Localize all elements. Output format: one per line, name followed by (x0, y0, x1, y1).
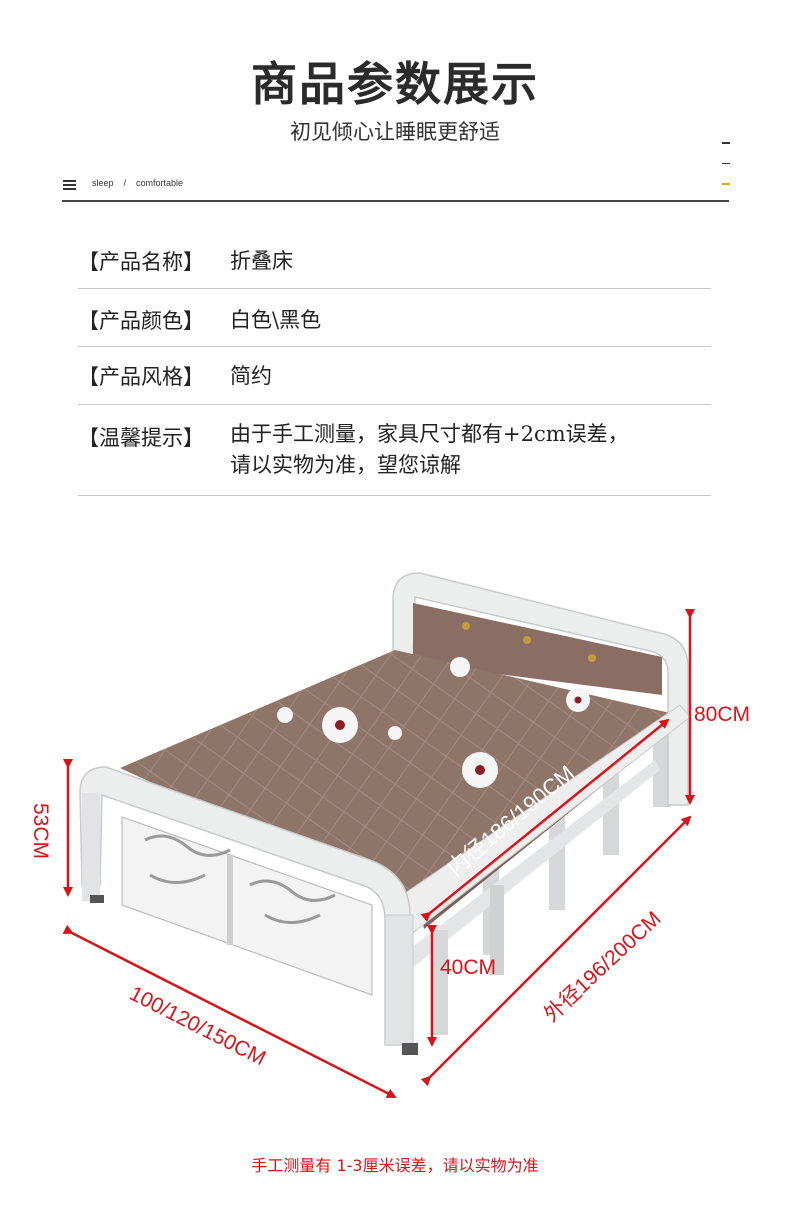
clearance-height-label: 40CM (440, 956, 496, 979)
breadcrumb-item: sleep (92, 178, 114, 188)
menu-icon (63, 180, 76, 192)
footboard-height-label: 53CM (29, 803, 52, 859)
spec-value-line: 由于手工测量，家具尺寸都有+2cm误差， (230, 422, 629, 446)
measurement-note: 手工测量有 1-3厘米误差，请以实物为准 (251, 1156, 539, 1175)
breadcrumb: sleep / comfortable (92, 178, 183, 188)
spec-row: 【产品颜色】 白色\黑色 (78, 289, 711, 347)
spec-key: 【产品颜色】 (78, 309, 204, 333)
spec-key: 【产品风格】 (78, 365, 204, 389)
spec-value: 白色\黑色 (230, 308, 322, 332)
headboard-height-label: 80CM (694, 703, 750, 726)
spec-row: 【温馨提示】 由于手工测量，家具尺寸都有+2cm误差， 请以实物为准，望您谅解 (78, 405, 711, 496)
outer-length-arrow (420, 815, 692, 1087)
spec-key: 【温馨提示】 (78, 426, 204, 450)
spec-value: 折叠床 (230, 249, 293, 273)
breadcrumb-separator: / (123, 178, 127, 188)
width-label: 100/120/150CM (126, 982, 270, 1070)
spec-value: 简约 (230, 364, 272, 388)
spec-value-multiline: 由于手工测量，家具尺寸都有+2cm误差， 请以实物为准，望您谅解 (230, 419, 629, 481)
header-divider (62, 200, 729, 202)
breadcrumb-item: comfortable (136, 178, 184, 188)
spec-row: 【产品风格】 简约 (78, 347, 711, 405)
spec-table: 【产品名称】 折叠床 【产品颜色】 白色\黑色 【产品风格】 简约 【温馨提示】… (78, 230, 711, 496)
spec-value-line: 请以实物为准，望您谅解 (230, 453, 461, 477)
width-arrow (62, 924, 397, 1099)
outer-length-label: 外径196/200CM (540, 907, 666, 1027)
page-subtitle: 初见倾心让睡眠更舒适 (290, 120, 500, 144)
bed-illustration: 80CM 53CM 40CM 内径186/190CM 外径196/200CM 1… (0, 555, 790, 1115)
page-title: 商品参数展示 (251, 57, 539, 111)
spec-key: 【产品名称】 (78, 250, 204, 274)
decorative-ticks (722, 142, 732, 204)
spec-row: 【产品名称】 折叠床 (78, 230, 711, 289)
